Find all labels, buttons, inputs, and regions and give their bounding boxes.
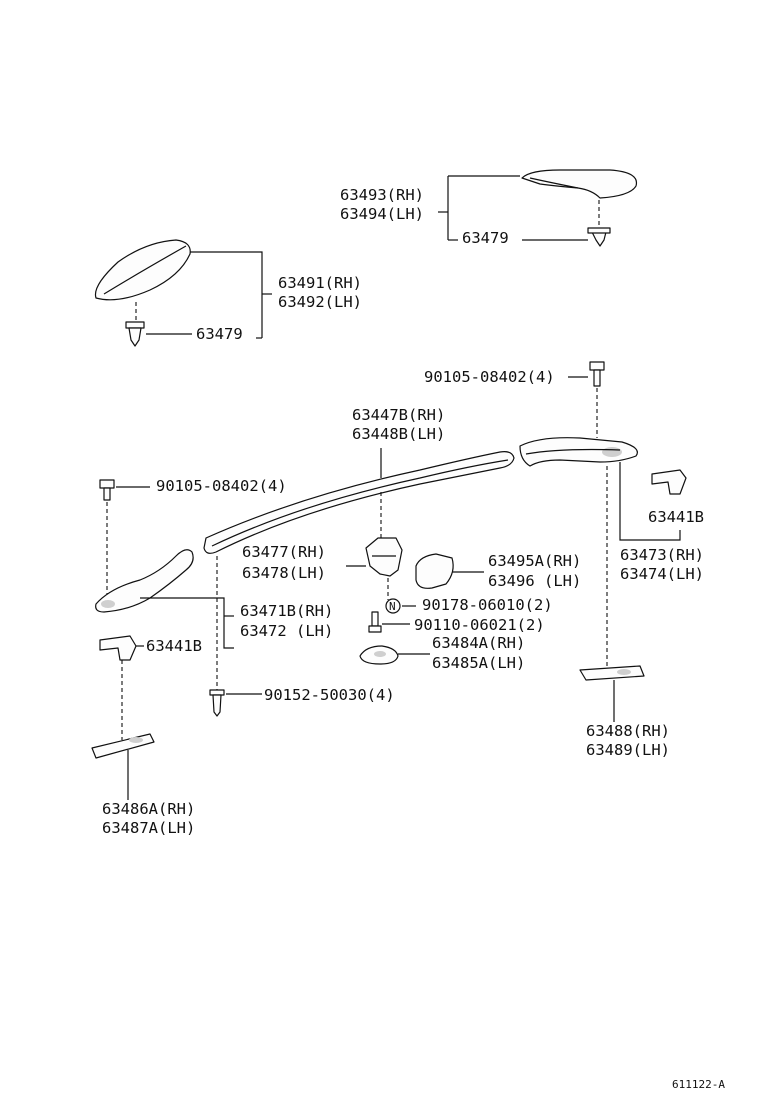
- callout-63488: 63488(RH) 63489(LH): [586, 722, 670, 759]
- part-number-label: 63493(RH): [340, 186, 424, 204]
- callout-63471B: 63471B(RH) 63472 (LH): [240, 602, 333, 640]
- callout-63484A: 63484A(RH) 63485A(LH): [432, 634, 525, 672]
- part-number-label: 90152-50030(4): [264, 686, 395, 704]
- part-number-label: 63494(LH): [340, 205, 424, 223]
- screw-front: [209, 689, 225, 717]
- clip-top-left: [125, 321, 145, 347]
- diagram-reference-code: 611122-A: [672, 1078, 725, 1091]
- part-number-label: 90105-08402(4): [424, 368, 555, 386]
- part-number-label: 63473(RH): [620, 546, 704, 564]
- part-number-label: 63486A(RH): [102, 800, 195, 818]
- part-number-label: 63471B(RH): [240, 602, 333, 620]
- part-number-label: 63441B: [146, 637, 202, 655]
- clip-top-right: [587, 227, 611, 247]
- center-support-bracket: [365, 537, 403, 577]
- part-number-label: 63496 (LH): [488, 572, 581, 590]
- part-number-label: 63448B(LH): [352, 425, 445, 443]
- part-number-label: 90110-06021(2): [414, 616, 545, 634]
- part-number-label: 90105-08402(4): [156, 477, 287, 495]
- part-number-label: 63489(LH): [586, 741, 670, 759]
- part-number-label: 63484A(RH): [432, 634, 525, 652]
- bolt-right: [589, 361, 605, 387]
- part-number-label: 90178-06010(2): [422, 596, 553, 614]
- part-number-label: 63447B(RH): [352, 406, 445, 424]
- roof-rack-leg-rear: [519, 437, 638, 467]
- roof-rack-leg-front: [95, 549, 234, 649]
- front-leg-gasket: [91, 733, 155, 759]
- callout-63473: 63473(RH) 63474(LH): [620, 546, 704, 583]
- rear-leg-gasket: [579, 665, 645, 681]
- callout-63486A: 63486A(RH) 63487A(LH): [102, 800, 195, 837]
- nut-badge: N: [385, 598, 401, 614]
- bracket-right: [651, 469, 687, 495]
- callout-63493: 63493(RH) 63494(LH): [340, 186, 424, 223]
- center-pad: [359, 645, 399, 665]
- bolt-center: [368, 611, 382, 633]
- part-number-label: 63477(RH): [242, 543, 326, 561]
- part-number-label: 63479: [462, 229, 509, 247]
- part-number-label: 63478(LH): [242, 564, 326, 582]
- part-number-label: 63441B: [648, 508, 704, 526]
- part-number-label: 63472 (LH): [240, 622, 333, 640]
- callout-63447B: 63447B(RH) 63448B(LH): [352, 406, 445, 443]
- callout-63495A: 63495A(RH) 63496 (LH): [488, 552, 581, 590]
- bolt-left: [99, 479, 115, 501]
- roof-rack-end-cover-front: [94, 239, 191, 301]
- part-number-label: 63495A(RH): [488, 552, 581, 570]
- callout-63477: 63477(RH) 63478(LH): [242, 543, 326, 582]
- part-number-label: 63488(RH): [586, 722, 670, 740]
- new-part-badge: N: [389, 600, 396, 613]
- callout-63491: 63491(RH) 63492(LH): [278, 274, 362, 311]
- part-number-label: 63485A(LH): [432, 654, 525, 672]
- part-number-label: 63487A(LH): [102, 819, 195, 837]
- center-cover: [415, 553, 454, 589]
- bracket-left: [99, 635, 137, 661]
- part-number-label: 63479: [196, 325, 243, 343]
- roof-rack-rail: [203, 451, 515, 554]
- roof-rack-end-cover-rear: [521, 169, 638, 199]
- part-number-label: 63474(LH): [620, 565, 704, 583]
- part-number-label: 63491(RH): [278, 274, 362, 292]
- part-number-label: 63492(LH): [278, 293, 362, 311]
